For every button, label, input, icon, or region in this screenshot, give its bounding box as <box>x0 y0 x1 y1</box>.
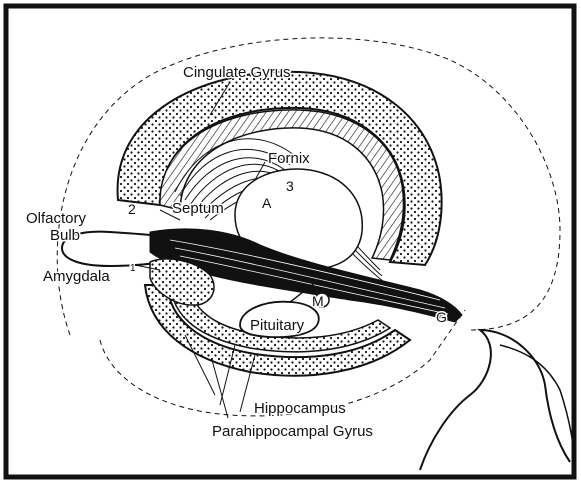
label-hippocampus: Hippocampus <box>254 400 346 417</box>
label-fornix: Fornix <box>268 150 310 167</box>
label-olfactory-line2: Bulb <box>50 227 80 244</box>
label-marker-m: M <box>312 293 324 309</box>
label-marker-2: 2 <box>128 201 136 217</box>
label-septum: Septum <box>172 200 224 217</box>
label-marker-3: 3 <box>286 178 294 194</box>
brainstem <box>420 330 570 470</box>
label-marker-g: G <box>436 309 447 325</box>
label-olfactory-line1: Olfactory <box>26 210 87 227</box>
label-marker-a: A <box>262 195 272 211</box>
label-pituitary: Pituitary <box>250 317 305 334</box>
label-cingulate-gyrus: Cingulate Gyrus <box>183 64 291 81</box>
label-marker-1: 1 <box>130 263 136 274</box>
label-amygdala: Amygdala <box>43 268 110 285</box>
label-parahippocampal-gyrus: Parahippocampal Gyrus <box>212 423 373 440</box>
